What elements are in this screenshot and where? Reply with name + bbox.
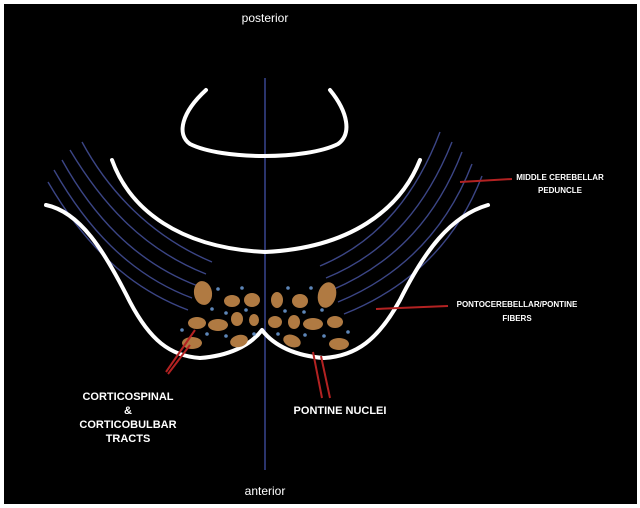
corticospinal-label-line4: TRACTS bbox=[106, 433, 151, 445]
pons-outlines bbox=[44, 88, 490, 360]
pointer-lines bbox=[165, 178, 513, 399]
nucleus bbox=[288, 315, 300, 329]
nucleus bbox=[292, 294, 308, 308]
fiber-dot bbox=[252, 332, 256, 336]
fiber-dots-group bbox=[180, 286, 350, 338]
nucleus bbox=[317, 282, 337, 308]
fiber-dot bbox=[309, 286, 313, 290]
middle-cerebellar-label-line1: MIDDLE CEREBELLAR bbox=[516, 173, 604, 182]
nucleus bbox=[188, 317, 206, 329]
nucleus bbox=[224, 295, 240, 307]
fiber-dot bbox=[224, 334, 228, 338]
posterior-label: posterior bbox=[242, 11, 289, 25]
pontocerebellar-label-line1: PONTOCEREBELLAR/PONTINE bbox=[457, 300, 578, 309]
fiber-dot bbox=[276, 332, 280, 336]
fiber-dot bbox=[210, 307, 214, 311]
fourth-ventricle-outline bbox=[180, 88, 349, 158]
fiber-dot bbox=[244, 308, 248, 312]
fiber-dot bbox=[303, 333, 307, 337]
nucleus bbox=[230, 334, 248, 348]
corticospinal-label-line3: CORTICOBULBAR bbox=[79, 419, 176, 431]
fiber-dot bbox=[286, 286, 290, 290]
fiber-dot bbox=[322, 334, 326, 338]
fiber-dot bbox=[180, 328, 184, 332]
fiber-dot bbox=[240, 286, 244, 290]
diagram-background bbox=[4, 4, 637, 504]
fiber-dot bbox=[302, 310, 306, 314]
pointer-pontine-1 bbox=[312, 351, 323, 399]
fiber-dot bbox=[216, 287, 220, 291]
pointer-corticospinal-1 bbox=[165, 329, 196, 373]
pointer-pontine-2 bbox=[320, 355, 331, 399]
nucleus bbox=[268, 316, 282, 328]
nucleus bbox=[283, 334, 301, 348]
nucleus bbox=[303, 318, 323, 330]
nucleus bbox=[327, 316, 343, 328]
fiber-dot bbox=[205, 332, 209, 336]
nucleus bbox=[271, 292, 283, 308]
tegmentum-outline bbox=[110, 158, 422, 254]
corticospinal-label-line2: & bbox=[124, 405, 132, 417]
fiber-dot bbox=[346, 330, 350, 334]
fiber-dot bbox=[224, 311, 228, 315]
fiber-dot bbox=[320, 308, 324, 312]
nucleus bbox=[329, 338, 349, 350]
basilar-pons-outline bbox=[44, 203, 490, 360]
anterior-label: anterior bbox=[245, 484, 286, 498]
pontocerebellar-label-line2: FIBERS bbox=[502, 314, 532, 323]
nucleus bbox=[193, 281, 213, 305]
pointer-pontocerebellar bbox=[375, 305, 449, 310]
nucleus bbox=[244, 293, 260, 307]
corticospinal-label-line1: CORTICOSPINAL bbox=[82, 391, 173, 403]
fiber-lines-right bbox=[319, 131, 483, 315]
pointer-middle-cerebellar bbox=[459, 178, 513, 183]
nucleus bbox=[231, 312, 243, 326]
fiber-dot bbox=[283, 309, 287, 313]
middle-cerebellar-label-line2: PEDUNCLE bbox=[538, 186, 583, 195]
pontine-nuclei-group bbox=[182, 281, 349, 350]
pontine-nuclei-label: PONTINE NUCLEI bbox=[294, 405, 387, 417]
pointer-corticospinal-2 bbox=[167, 344, 191, 375]
nucleus bbox=[249, 314, 259, 326]
nucleus bbox=[208, 319, 228, 331]
